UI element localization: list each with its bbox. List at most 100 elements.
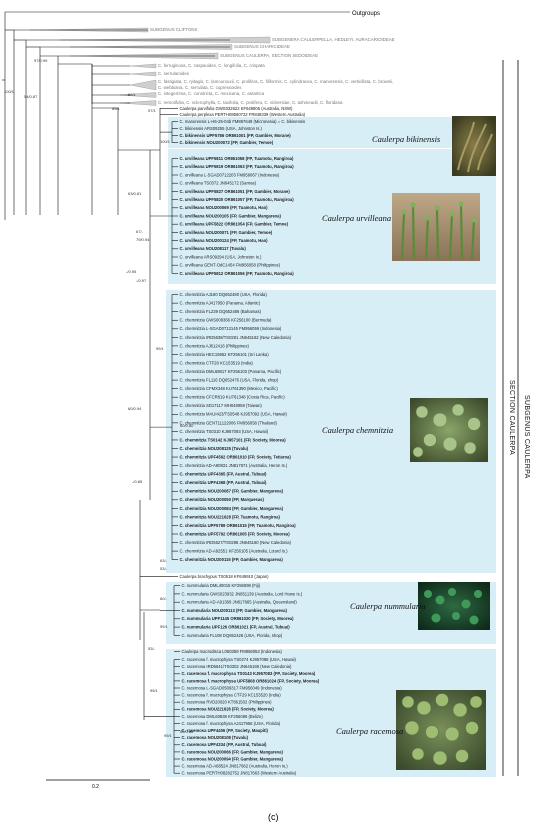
leaf-label: C. chemnitzia UPF4365 (FP, Austral, Tubu… [180, 472, 268, 477]
gray-taxa-1: C. serrularoides [158, 71, 190, 76]
leaf-label: C. urvilleana UPF5812 OR861056 (FP, Tuam… [180, 271, 295, 276]
leaf-label: C. nummularia GWS023932 JN851139 (Austra… [182, 591, 303, 596]
leaf-label: C. racemosa NOU208108 (Tuvalu) [182, 735, 249, 740]
support-value: 97/0.99 [34, 58, 48, 63]
leaf-label: C. urvilleana NOU200071 (FP, Gambier, Te… [180, 230, 273, 235]
leaf-label: C. chemnitzia L-SGAD0712145 FM956059 (In… [180, 326, 282, 331]
support-value: 60/0.80 [180, 423, 194, 428]
leaf-label: C. nummularia UPF126 OR861021 (FP, Austr… [182, 625, 291, 630]
leaf-label: C. chemnitzia IRD5638/TS0291 JN645162 (N… [180, 335, 292, 340]
racemosa-photo [396, 690, 486, 770]
support-value: 89/1 [112, 106, 121, 111]
outgroups-label: Outgroups [352, 11, 380, 17]
leaf-label: C. chemnitzia IRD5627/TS0288 JN645160 (N… [180, 540, 292, 545]
support-value: 100/1 [160, 139, 171, 144]
collapsed-clade [129, 79, 157, 91]
support-value: 67/- [136, 229, 144, 234]
leaf-label: C. racemosa NOU221626 (FP, Society, Moor… [182, 707, 275, 712]
gray-taxa-2: C. fastigiata, C. ryitagis, C. lamouroux… [158, 79, 393, 84]
gray-taxa-4: C. integerrima, C. constricta, C. mexica… [158, 91, 265, 96]
leaf-label: C. urvilleana GENT-OdC1454 FM956058 (Phi… [180, 263, 281, 268]
leaf-label: C. racemosa AD-A88524 JN817662 (Australi… [182, 764, 289, 769]
leaf-label: C. chemnitzia AD-A90831 JN817671 (Austra… [180, 463, 288, 468]
support-value: 53/- [160, 566, 168, 571]
highlight-bikinensis [168, 117, 496, 148]
gray-taxa-0: C. ferruginosa, C. zaspaoides, C. longif… [158, 63, 265, 68]
leaf-label: C. racemosa NOU200066 (FP, Gambier, Mang… [182, 749, 284, 754]
collapsed-clade [129, 71, 157, 77]
leaf-label: C. chemnitzia NOU200084 (FP, Gambier, Ma… [180, 506, 284, 511]
leaf-label: C. chemnitzia UPF4562 OR861010 (FP, Soci… [180, 454, 292, 459]
leaf-label: C. chemnitzia MAUI423/TS0548 KJ957092 (U… [180, 412, 288, 417]
leaf-label: C. chemnitzia TS0310 KJ957093 (USA, Hawa… [180, 429, 269, 434]
leaf-label: C. nummularia AD-A91369 JN817665 (Austra… [182, 600, 298, 605]
leaf-label: C. urvilleana L-SGAD0712203 FM956067 (In… [180, 172, 280, 177]
leaf-label: C. chemnitzia UPF5789 OR861015 (FP, Tuam… [180, 523, 297, 528]
leaf-label: C. nummularia UPF1145 OR861020 (FP, Soci… [182, 616, 295, 621]
leaf-label: C. urvilleana UPF5811 OR861058 (FP, Tuam… [180, 156, 294, 161]
leaf-label: C. racemosa PERTH08282752 JN817663 (West… [182, 771, 297, 776]
support-value: 99/1 [160, 624, 169, 629]
leaf-label: C. chemnitzia NOU200050 (FP, Marquesas) [180, 497, 265, 502]
support-value: 63/- [160, 558, 168, 563]
nummularia-photo [418, 582, 490, 630]
scale-bar-label: 0.2 [92, 784, 99, 790]
clade-title-bikinensis: Caulerpa bikinensis [372, 134, 441, 144]
support-value: 53/- [148, 646, 156, 651]
clade-title-racemosa: Caulerpa racemosa [336, 726, 403, 736]
leaf-label: C. bikinensis ARS09255 (USA, Johnston Is… [180, 126, 263, 131]
support-value: 97/1 [148, 108, 157, 113]
leaf-label: Caulerpa perplexa PERTH08560722 FR848339… [180, 112, 306, 117]
leaf-label: C. chemnitzia DML68817 KF256103 (Panama,… [180, 369, 282, 374]
leaf-label: C. chemnitzia SD17117 MH048959 (Taiwan) [180, 403, 263, 408]
subgenus-label-2: SUBGENUS CHARICIDEAE [234, 44, 290, 49]
leaf-label: Caulerpa macrodisca L050359 FM956053 (In… [182, 649, 283, 654]
support-value: 86/1 [128, 92, 137, 97]
leaf-label: C. chemnitzia TS0142 KJ957101 (FP, Socie… [180, 437, 287, 442]
leaf-label: C. racemosa f. macrophysa TS0143 KJ95708… [182, 671, 316, 676]
leaf-label: C. chemnitzia FL116 DQ652476 (USA, Flori… [180, 378, 279, 383]
leaf-label: C. chemnitzia GWS008366 KF256100 (Bermud… [180, 318, 273, 323]
support-value: 99/1 [156, 346, 165, 351]
support-value: -/0.85 [132, 479, 143, 484]
subgenus-label-1: SUBGENERA CAULERPELLA, HEDLEYI, AURACARI… [272, 37, 395, 42]
leaf-label: C. chemnitzia NOU221628 (FP, Tuamotu, Ra… [180, 514, 281, 519]
leaf-label: C. racemosa f. macrophysa TS0274 KJ95708… [182, 657, 297, 662]
leaf-label: C. chemnitzia CFMX348 KU761390 (Mexico, … [180, 386, 279, 391]
support-value: 60/0.94 [128, 406, 142, 411]
chemnitzia-photo [410, 398, 488, 462]
leaf-label: C. racemosa DML60838 KF256096 (Belize) [182, 714, 264, 719]
leaf-label: C. nummularia NOU200113 (FP, Gambier, Ma… [182, 608, 288, 613]
leaf-label: C. bikinensis UPF5786 OR861001 (FP, Gamb… [180, 133, 292, 138]
leaf-label: C. chemnitzia CTF28 KC153519 (India) [180, 360, 254, 365]
leaf-label: C. urvilleana NOU200069 (FP, Tuamotu, Ha… [180, 205, 269, 210]
leaf-label: C. urvilleana NOU200105 (FP, Gambier, Ma… [180, 213, 282, 218]
leaf-label: C. racemosa f. macrophysa CTF29 KC153520… [182, 693, 282, 698]
subgenus-label-0: SUBGENUS CLIFTONII [150, 27, 197, 32]
bikinensis-photo [452, 116, 496, 176]
leaf-label: C. chemnitzia FL239 DQ652486 (Bahamas) [180, 309, 262, 314]
leaf-label: C. chemnitzia AD-A92551 KF256105 (Austra… [180, 549, 289, 554]
clade-title-nummularia: Caulerpa nummularia [350, 601, 426, 611]
leaf-label: C. chemnitzia NOU208125 (Tuvalu) [180, 446, 249, 451]
support-value: 95/1 [150, 688, 159, 693]
collapsed-clade [129, 63, 157, 69]
leaf-label: C. urvilleana UPF5822 OR861054 (FP, Gamb… [180, 222, 289, 227]
leaf-label: C. bikinensis NOU200072 (FP, Gambier, Te… [180, 140, 274, 145]
leaf-label: C. manorensis L-H6-25-04b FM867649 (Micr… [180, 119, 306, 124]
support-value: 100/1 [4, 89, 15, 94]
support-value: 60/- [160, 596, 168, 601]
clade-title-chemnitzia: Caulerpa chemnitzia [322, 425, 393, 435]
leaf-label: C. racemosa NOU200094 (FP, Gambier, Mang… [182, 756, 284, 761]
gray-taxa-3: C. webbiana, C. serrulata, C. cupressoid… [158, 85, 242, 90]
collapsed-clade [119, 100, 157, 106]
support-value: 62/0.88 [180, 729, 194, 734]
leaf-label: C. chemnitzia CFCR819 KU761348 (Costa Ri… [180, 395, 286, 400]
leaf-label: C. chemnitzia NOU200115 (FP, Gambier, Ma… [180, 557, 284, 562]
leaf-labels: Caulerpa parvifolia GWS032622 KF649905 (… [180, 106, 320, 776]
leaf-label: C. chemnitzia AJ612416 (Philippines) [180, 343, 250, 348]
section-caulerpa-label: SECTION CAULERPA [508, 380, 515, 455]
support-value: 79/0.94 [136, 237, 150, 242]
leaf-label: C. urvilleana ARS09294 (USA, Johnston Is… [180, 254, 263, 259]
